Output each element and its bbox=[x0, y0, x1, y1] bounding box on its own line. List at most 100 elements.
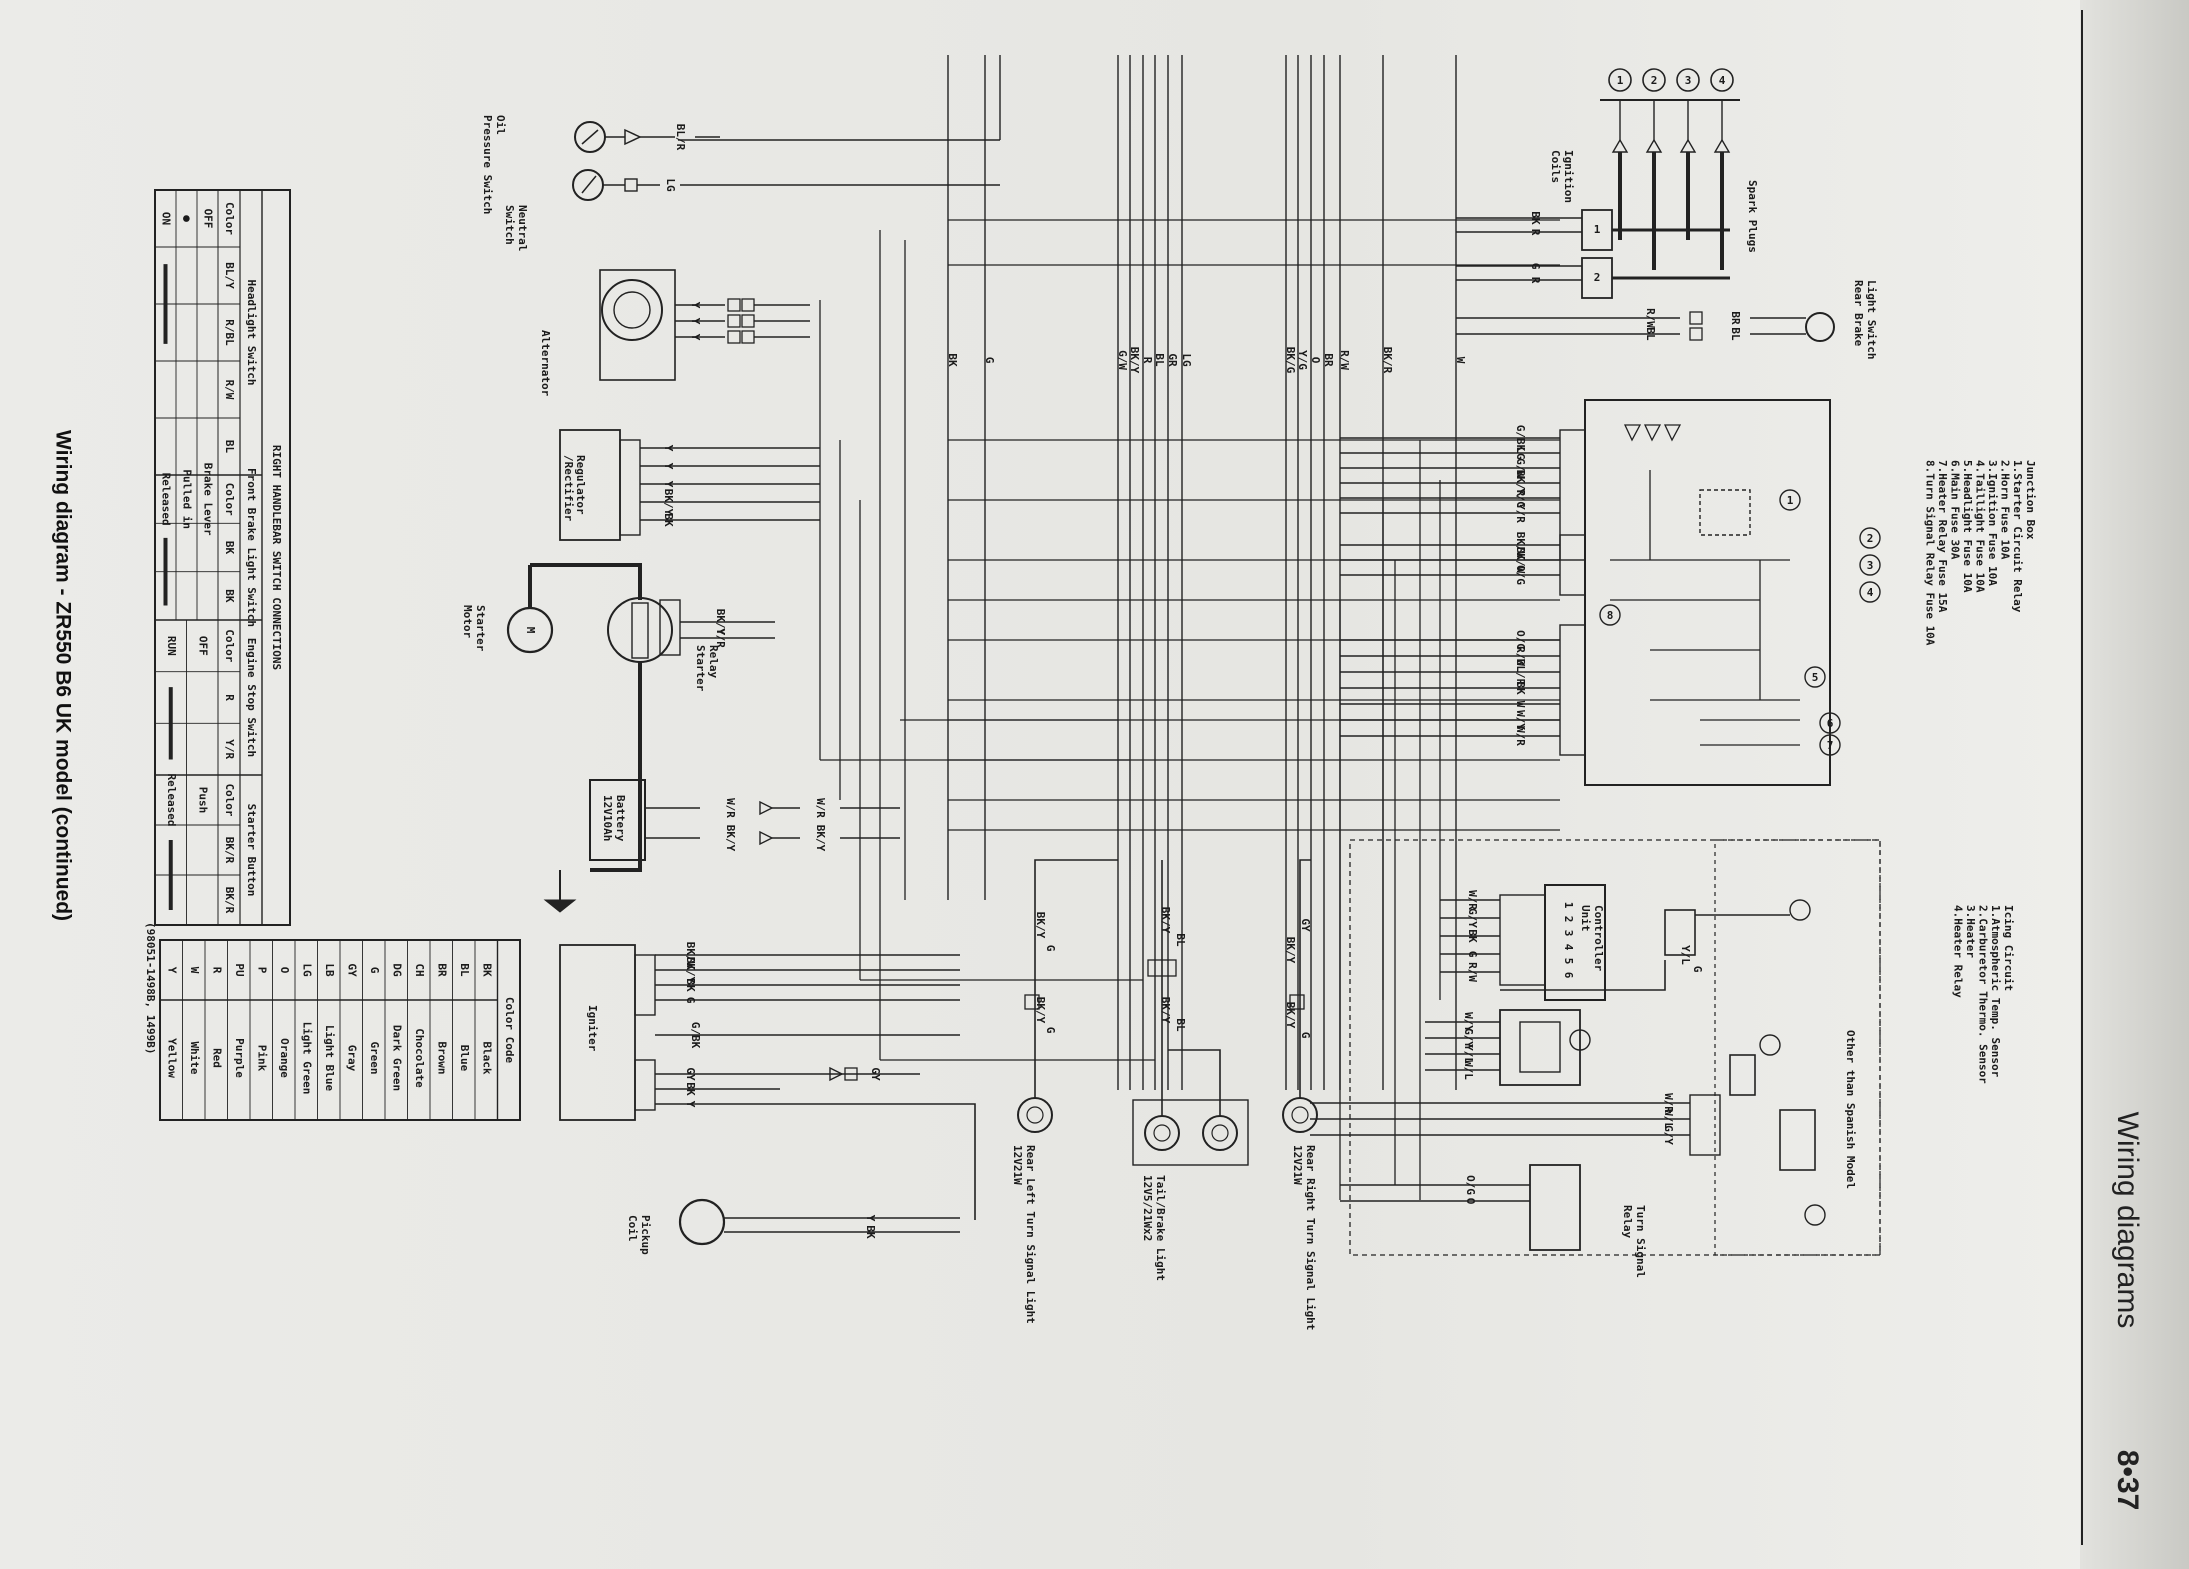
label: 2.Horn Fuse 10A bbox=[1999, 460, 2012, 560]
junction-box bbox=[1584, 399, 1831, 786]
label: Y bbox=[864, 1215, 877, 1222]
circle-number-8 bbox=[1599, 604, 1621, 626]
label: BK/R bbox=[1381, 347, 1394, 374]
label: Engine Stop Switch bbox=[245, 638, 258, 757]
label: Color bbox=[223, 483, 236, 516]
label: BK/Y bbox=[1034, 997, 1047, 1024]
label: BK bbox=[480, 963, 493, 977]
connector-icon bbox=[759, 800, 774, 816]
label: BL bbox=[1729, 327, 1742, 341]
circle-number-7 bbox=[1819, 734, 1841, 756]
label: Coil bbox=[626, 1215, 639, 1242]
label: Gray bbox=[345, 1045, 358, 1072]
label: 12V21W bbox=[1291, 1145, 1304, 1185]
label: BL/Y bbox=[223, 262, 236, 289]
switch-contact bbox=[581, 175, 597, 194]
heater-relay-box bbox=[1499, 1009, 1581, 1086]
color-code-title: Color Code bbox=[503, 997, 516, 1064]
label: O/G bbox=[1464, 1175, 1477, 1195]
icing-circuit-boundary bbox=[1349, 839, 1881, 1256]
label: 12V21W bbox=[1011, 1145, 1024, 1185]
label: Pickup bbox=[639, 1215, 652, 1255]
label: O bbox=[1309, 357, 1322, 364]
spark-plug-icon bbox=[1611, 138, 1629, 153]
label: R/BL bbox=[223, 319, 236, 346]
label: Spark Plugs bbox=[1746, 180, 1759, 253]
label: W/L bbox=[1462, 1060, 1475, 1080]
label: Coils bbox=[1549, 150, 1562, 183]
page-binding-shadow bbox=[2080, 0, 2189, 1569]
label: W/R bbox=[1662, 1093, 1675, 1113]
label: Starter bbox=[694, 645, 707, 692]
label: Push bbox=[196, 787, 209, 814]
label: LB bbox=[323, 963, 336, 977]
connector-icon bbox=[727, 330, 741, 344]
label: Pressure Switch bbox=[481, 115, 494, 214]
label: G bbox=[368, 967, 381, 974]
label: G bbox=[1691, 966, 1704, 973]
plug-number: 2 bbox=[1651, 74, 1658, 87]
pickup-coil-icon bbox=[678, 1198, 726, 1246]
label: Released bbox=[160, 473, 173, 526]
circle-number-4-icing bbox=[1569, 1029, 1591, 1051]
label: Color bbox=[223, 783, 236, 816]
label: G bbox=[1044, 1027, 1057, 1034]
controller-pin: 5 bbox=[1562, 958, 1575, 965]
label: 3.Ignition Fuse 10A bbox=[1986, 460, 1999, 586]
label: W/Y bbox=[1462, 1012, 1475, 1032]
label: Red bbox=[210, 1048, 223, 1068]
label: Yellow bbox=[165, 1038, 178, 1078]
label: BL bbox=[1174, 1018, 1187, 1032]
label: Y bbox=[662, 481, 675, 488]
alternator-inner bbox=[613, 291, 651, 329]
atmospheric-temp-sensor bbox=[1664, 909, 1696, 956]
label: Black bbox=[480, 1041, 493, 1074]
connector-icon bbox=[1689, 311, 1703, 325]
label: Orange bbox=[278, 1038, 291, 1078]
controller-pin: 2 bbox=[1562, 916, 1575, 923]
label: Y/G bbox=[1296, 350, 1309, 370]
label: R/W bbox=[1514, 646, 1527, 666]
label: R bbox=[223, 694, 236, 701]
label: R/W bbox=[1644, 308, 1657, 328]
label: BL bbox=[1174, 933, 1187, 947]
label: BK bbox=[1466, 929, 1479, 943]
label: Light Switch bbox=[1865, 280, 1878, 359]
label: W/R bbox=[1466, 890, 1479, 910]
rear-brake-switch-icon bbox=[1805, 312, 1835, 342]
igniter-connector bbox=[634, 954, 656, 1016]
connector-icon bbox=[741, 314, 755, 328]
relay-coil bbox=[631, 602, 649, 659]
label: Y/R bbox=[714, 628, 727, 648]
diode-icon bbox=[1623, 424, 1642, 442]
label: BK/W bbox=[1514, 532, 1527, 559]
switch-contact bbox=[581, 129, 599, 145]
label: R/W bbox=[1338, 350, 1351, 370]
label: BK bbox=[684, 978, 697, 992]
label: BL bbox=[223, 440, 236, 454]
label: BK/Y bbox=[1128, 347, 1141, 374]
label: LG bbox=[1514, 446, 1527, 460]
starter-circuit-relay bbox=[1699, 489, 1751, 536]
label: G bbox=[1044, 945, 1057, 952]
label: Light Blue bbox=[323, 1025, 336, 1092]
spark-plug-icon bbox=[1645, 138, 1663, 153]
circle-number-text: 7 bbox=[1827, 739, 1834, 752]
label: Purple bbox=[233, 1038, 246, 1078]
label: /Rectifier bbox=[562, 455, 575, 522]
label: BK/Y bbox=[684, 957, 697, 984]
label: Switch bbox=[503, 205, 516, 245]
label: BK/Y bbox=[1159, 997, 1172, 1024]
label: White bbox=[188, 1041, 201, 1074]
page-number: 8•37 bbox=[2111, 1450, 2144, 1511]
circle-number-text: 2 bbox=[1867, 532, 1874, 545]
label: Y/R bbox=[1514, 503, 1527, 523]
label: Regulator bbox=[574, 455, 587, 515]
label: 4.Taillight Fuse 10A bbox=[1974, 460, 1987, 593]
label: R/W bbox=[1466, 962, 1479, 982]
handlebar-switch-table bbox=[154, 189, 291, 926]
label: G bbox=[1529, 263, 1542, 270]
controller-pin: 6 bbox=[1562, 972, 1575, 979]
